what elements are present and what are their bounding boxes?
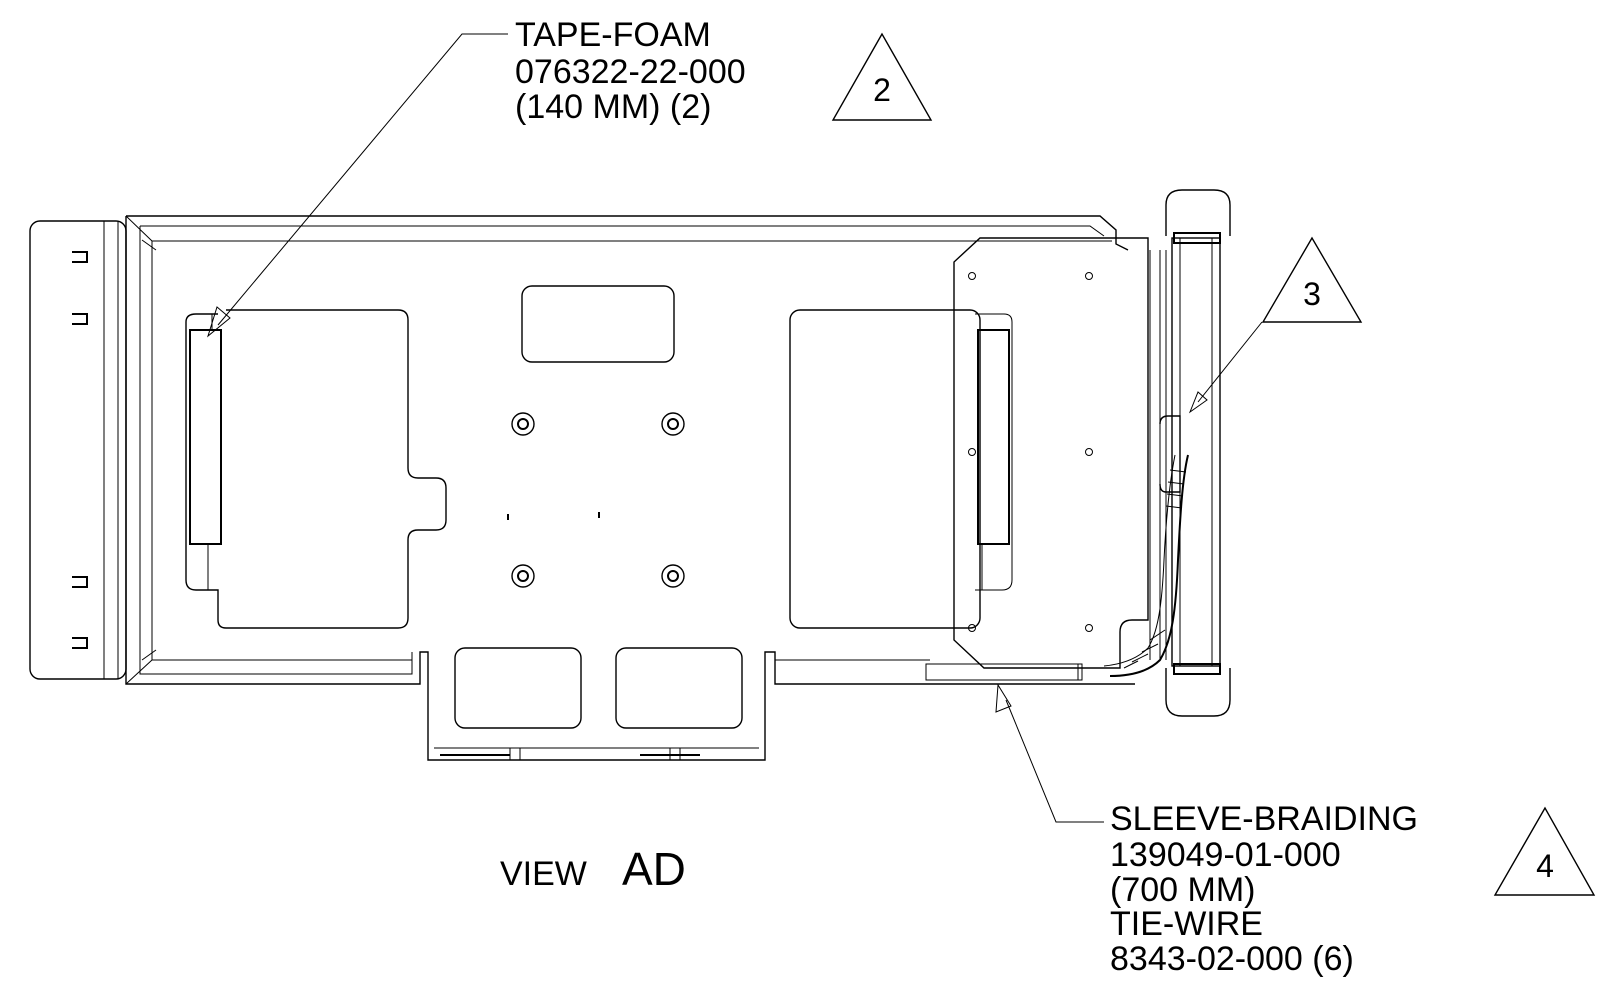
braided-cable [1103,415,1189,677]
note-4-number: 4 [1536,848,1554,884]
tray-outer-flange [125,215,1135,761]
bottom-cutout-right [615,647,743,729]
sleeve-braiding-name: SLEEVE-BRAIDING [1110,800,1418,838]
board-holes [968,272,1093,632]
tie-wire-name: TIE-WIRE [1110,905,1263,943]
rail-bottom-cap [1165,668,1231,717]
view-label: VIEW AD [500,843,686,895]
note-triangle-3 [1261,236,1363,323]
sleeve-braiding-length: (700 MM) [1110,871,1255,909]
tie-wire-part-number: 8343-02-000 (6) [1110,940,1354,978]
tape-foam-callout: TAPE-FOAM 076322-22-000 (140 MM) (2) 2 [207,16,933,338]
note-triangle-2 [831,32,933,121]
tape-foam-part-number: 076322-22-000 [515,53,746,91]
note-2-number: 2 [873,72,891,108]
braid-callout: 3 [1188,236,1363,414]
mounting-bosses [511,412,685,588]
sleeve-braiding-part-number: 139049-01-000 [1110,836,1341,874]
top-center-cutout [521,285,675,363]
sleeve-braiding-callout: SLEEVE-BRAIDING 139049-01-000 (700 MM) T… [995,683,1596,978]
braid-arrowhead [1188,391,1208,414]
view-label-prefix: VIEW [500,855,587,893]
rail-top-cap [1165,189,1231,236]
view-label-name: AD [622,843,686,895]
note-3-number: 3 [1303,276,1321,312]
right-rail [1149,189,1231,717]
right-foam-tape [977,329,1010,545]
left-cap-tabs [72,251,88,649]
left-end-cap [29,220,127,680]
circuit-board [953,237,1149,669]
right-cutout [789,309,981,629]
left-foam-tape [189,329,222,545]
note-triangle-4 [1493,806,1596,896]
left-cutout [185,309,447,629]
tape-foam-name: TAPE-FOAM [515,16,711,54]
sleeve-leader-line [1005,699,1104,823]
bottom-cutout-left [454,647,582,729]
tape-foam-arrowhead [207,306,231,338]
tape-foam-leader-line [217,33,508,326]
tape-foam-quantity: (140 MM) (2) [515,88,711,126]
braid-leader-line [1197,321,1263,403]
sleeve-arrowhead [995,683,1012,713]
chassis-outline [29,189,1231,761]
tray-inner-flange [139,225,1112,675]
